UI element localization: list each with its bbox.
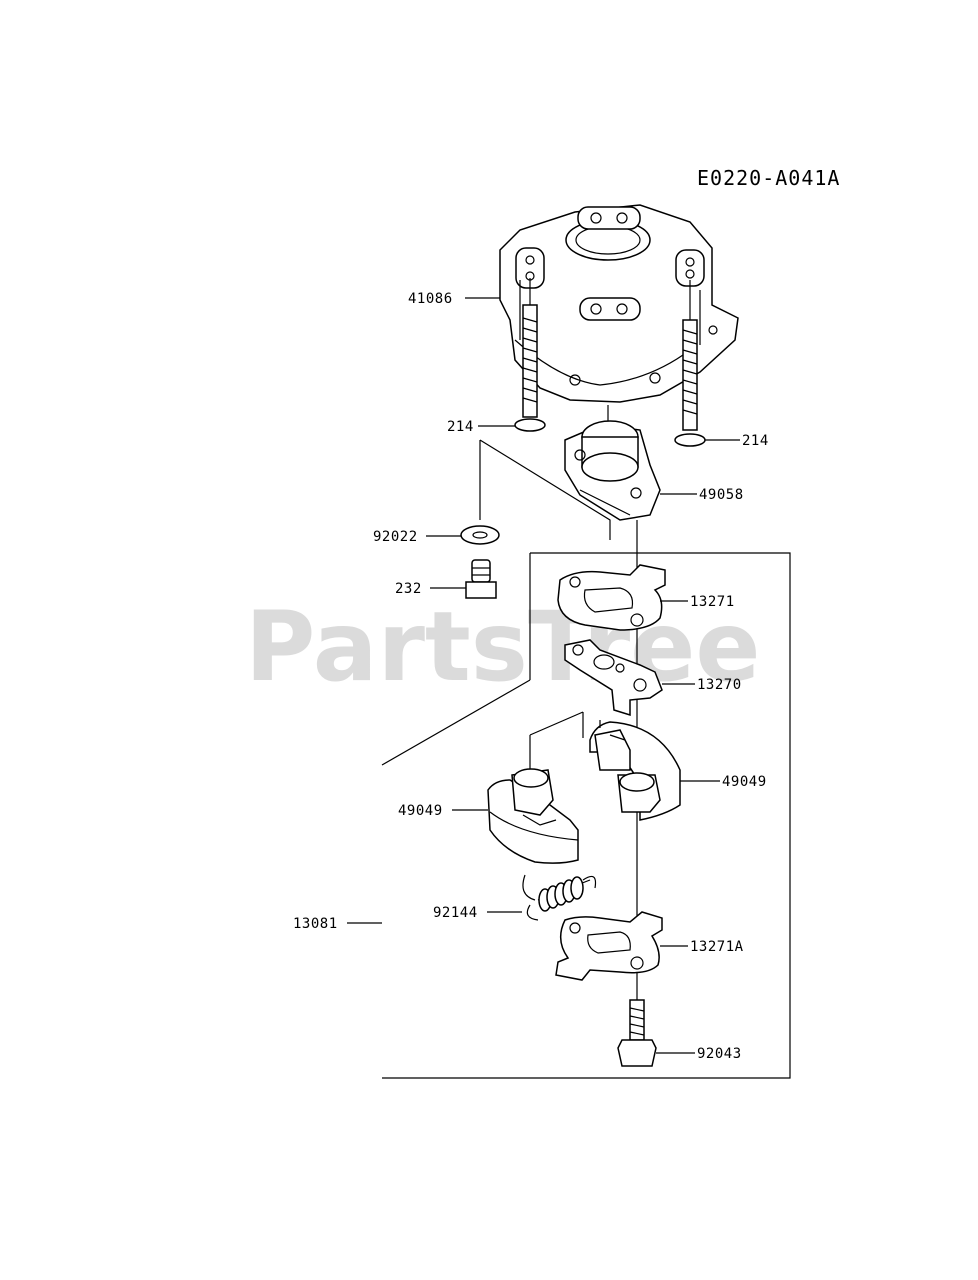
part-13270-plate xyxy=(564,639,663,717)
label-13081: 13081 xyxy=(293,916,338,932)
watermark-text: PartsTree xyxy=(245,591,760,703)
label-214-right: 214 xyxy=(742,433,769,449)
label-92022: 92022 xyxy=(373,529,418,545)
part-214-right-screw xyxy=(674,280,706,447)
part-92144-spring xyxy=(522,874,597,921)
diagram-code: E0220-A041A xyxy=(697,166,840,190)
label-49049-right: 49049 xyxy=(722,774,767,790)
guide-92022-b xyxy=(479,439,611,540)
part-49049-right-shoe xyxy=(589,720,681,821)
label-49049-left: 49049 xyxy=(398,803,443,819)
part-92043-bolt xyxy=(617,999,657,1067)
guide-49049-left-b xyxy=(529,711,584,736)
part-214-left-screw xyxy=(514,278,546,432)
part-13271A-plate xyxy=(555,911,663,981)
assembly-bracket-diag xyxy=(381,679,531,766)
label-92144: 92144 xyxy=(433,905,478,921)
label-92043: 92043 xyxy=(697,1046,742,1062)
label-13271A: 13271A xyxy=(690,939,744,955)
part-13271-plate xyxy=(557,564,666,631)
label-232: 232 xyxy=(395,581,422,597)
part-49049-left-shoe xyxy=(487,768,579,864)
label-49058: 49058 xyxy=(699,487,744,503)
label-13270: 13270 xyxy=(697,677,742,693)
label-214-left: 214 xyxy=(447,419,474,435)
label-41086: 41086 xyxy=(408,291,453,307)
part-41086-housing xyxy=(499,204,739,403)
part-92022-washer xyxy=(460,525,500,545)
part-49058-holder xyxy=(564,420,661,521)
assembly-bracket-13081 xyxy=(382,552,791,1079)
part-232-bolt xyxy=(465,559,497,599)
label-13271: 13271 xyxy=(690,594,735,610)
